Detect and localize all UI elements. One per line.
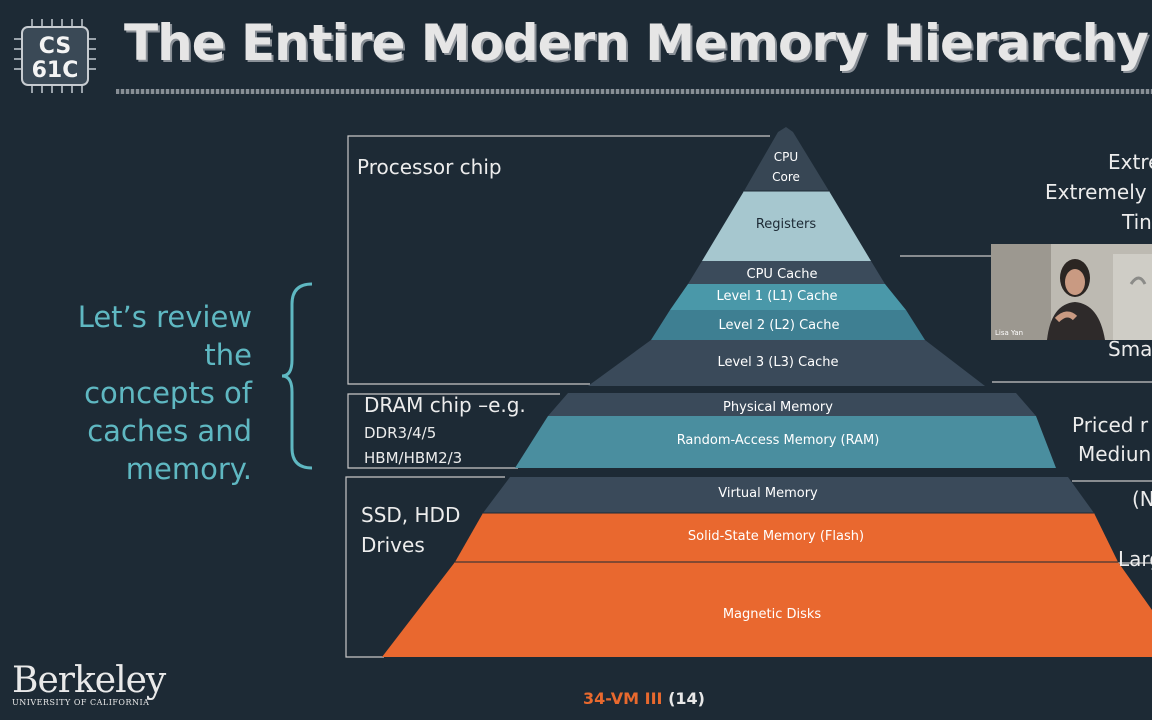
right-label-priced: Mediun bbox=[1078, 442, 1152, 466]
slide-title: The Entire Modern Memory Hierarchy bbox=[124, 14, 1149, 72]
review-line: Let’s review the bbox=[77, 300, 252, 372]
tier-label-ssd: Solid-State Memory (Flash) bbox=[688, 529, 864, 544]
tier-cpu-core bbox=[744, 127, 829, 191]
tier-label-l3: Level 3 (L3) Cache bbox=[717, 355, 838, 370]
processor-region-outline bbox=[347, 135, 770, 385]
review-note: Let’s review the concepts of caches and … bbox=[30, 298, 252, 488]
speaker-webcam[interactable]: Lisa Yan bbox=[991, 244, 1152, 340]
lecture-label: 34-VM III bbox=[583, 689, 663, 708]
region-label-dram: DDR3/4/5 bbox=[364, 424, 437, 442]
tier-label-cpu-cache: CPU Cache bbox=[747, 267, 818, 282]
tier-disks bbox=[382, 562, 1152, 657]
tier-label-l1: Level 1 (L1) Cache bbox=[716, 289, 837, 304]
right-label-top: Extre bbox=[1108, 150, 1152, 174]
tier-l2 bbox=[651, 310, 925, 340]
tier-l1 bbox=[670, 284, 906, 310]
tier-label-l2: Level 2 (L2) Cache bbox=[718, 318, 839, 333]
region-label-storage: Drives bbox=[361, 533, 425, 557]
logo-line1: CS bbox=[39, 34, 71, 59]
right-label-priced: Priced r bbox=[1072, 413, 1149, 437]
region-label-dram: HBM/HBM2/3 bbox=[364, 449, 463, 467]
storage-region-outline bbox=[345, 476, 505, 658]
speaker-name: Lisa Yan bbox=[995, 329, 1024, 337]
dram-region-outline bbox=[347, 393, 560, 469]
tier-label-virtual-memory: Virtual Memory bbox=[718, 486, 818, 501]
review-line: caches and bbox=[87, 414, 252, 448]
region-label-dram: DRAM chip –e.g. bbox=[364, 393, 526, 417]
cs61c-logo: CS 61C bbox=[14, 19, 96, 93]
right-label-large: Larg bbox=[1118, 547, 1152, 571]
slide-footer: 34-VM III (14) bbox=[583, 689, 705, 708]
tier-ssd bbox=[455, 513, 1118, 562]
tier-virtual-memory bbox=[483, 477, 1094, 513]
speaker-image bbox=[991, 244, 1152, 340]
berkeley-subtitle: UNIVERSITY OF CALIFORNIA bbox=[12, 698, 150, 707]
tier-physical-memory bbox=[548, 393, 1036, 416]
berkeley-logo: Berkeley UNIVERSITY OF CALIFORNIA bbox=[12, 660, 166, 708]
curly-brace bbox=[281, 282, 313, 470]
tier-label-registers: Registers bbox=[756, 217, 817, 232]
tier-l3 bbox=[588, 340, 985, 386]
tier-label-ram: Random-Access Memory (RAM) bbox=[677, 433, 880, 448]
title-divider bbox=[116, 89, 1152, 94]
tier-label-cpu-core: CPU bbox=[774, 150, 798, 164]
review-line: memory. bbox=[125, 452, 252, 486]
tier-label-physical-memory: Physical Memory bbox=[723, 400, 833, 415]
tier-cpu-cache bbox=[688, 261, 885, 284]
berkeley-wordmark: Berkeley bbox=[12, 660, 166, 701]
right-label-top: Tin bbox=[1122, 210, 1152, 234]
slide-number: (14) bbox=[668, 689, 705, 708]
region-label-storage: SSD, HDD bbox=[361, 503, 461, 527]
region-label-processor: Processor chip bbox=[357, 155, 502, 179]
tier-ram bbox=[515, 416, 1056, 468]
right-label-small: Sma bbox=[1108, 337, 1152, 361]
tier-label-disks: Magnetic Disks bbox=[723, 607, 822, 622]
logo-line2: 61C bbox=[32, 58, 79, 83]
right-label-top: Extremely bbox=[1045, 180, 1147, 204]
review-line: concepts of bbox=[84, 376, 252, 410]
tier-label-cpu-core: Core bbox=[772, 170, 800, 184]
tier-registers bbox=[702, 191, 871, 261]
right-label-paren: (N bbox=[1132, 487, 1152, 511]
